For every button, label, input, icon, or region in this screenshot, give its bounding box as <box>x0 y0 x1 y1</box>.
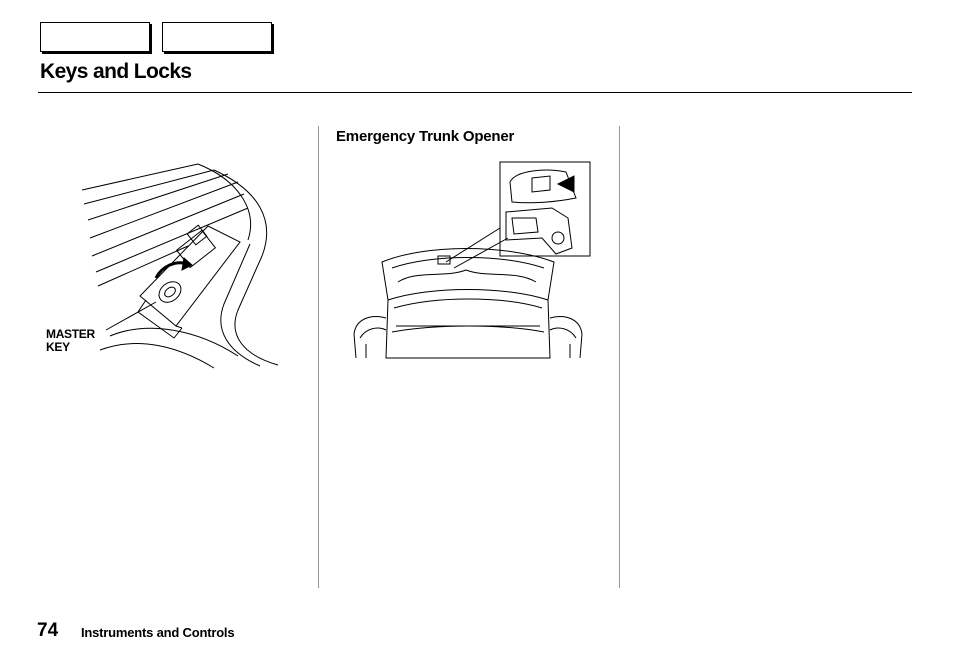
column-divider-right <box>619 126 620 588</box>
column-divider-left <box>318 126 319 588</box>
page-number: 74 <box>37 620 59 641</box>
master-key-callout-label-2: KEY <box>46 340 70 354</box>
nav-button-next[interactable] <box>162 22 272 52</box>
footer-section-name: Instruments and Controls <box>81 625 235 640</box>
section-heading: Emergency Trunk Opener <box>336 128 515 145</box>
master-key-callout-label: MASTER <box>46 327 95 341</box>
nav-button-previous[interactable] <box>40 22 150 52</box>
title-divider <box>38 92 912 93</box>
emergency-trunk-opener-illustration <box>353 161 591 359</box>
page-title: Keys and Locks <box>40 60 192 83</box>
master-key-lock-illustration <box>81 163 279 369</box>
